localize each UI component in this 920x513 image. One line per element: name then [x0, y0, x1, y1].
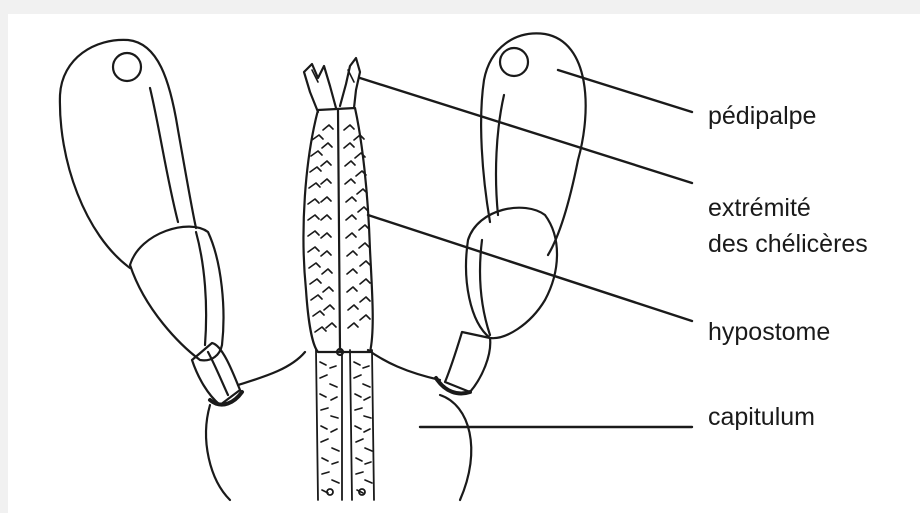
left-pedipalp — [60, 40, 242, 405]
hypostome-midline — [338, 110, 340, 350]
capitulum-shoulder-left — [238, 352, 305, 385]
capitulum-outline-left — [206, 405, 230, 500]
left-pedipalp-sensory-pit — [113, 53, 141, 81]
right-pedipalp-segment-base — [445, 332, 490, 392]
leader-cheliceres — [360, 78, 692, 183]
left-pedipalp-segment-top — [60, 40, 196, 268]
chelicerae-tips — [304, 58, 360, 112]
leader-hypostome — [368, 215, 692, 321]
leader-lines — [360, 70, 692, 427]
left-pedipalp-joint — [210, 392, 242, 405]
right-pedipalp-sensory-pit — [500, 48, 528, 76]
right-pedipalp — [436, 33, 586, 393]
chelicerae-shafts — [316, 350, 374, 500]
label-cheliceres-line2: des chélicères — [708, 229, 868, 259]
right-pedipalp-inner-ridge — [496, 95, 504, 215]
label-cheliceres-line1: extrémité — [708, 193, 811, 223]
chelicera-tip-left — [304, 64, 336, 112]
left-pedipalp-segment-base — [192, 343, 240, 405]
hypostome — [303, 108, 372, 355]
capitulum-shoulder-right — [368, 350, 440, 380]
chelicera-tip-right — [340, 58, 360, 108]
left-pedipalp-middle-ridge — [196, 232, 206, 345]
leader-pedipalpe — [558, 70, 692, 112]
left-pedipalp-segment-middle — [130, 227, 223, 361]
chelicerae-striations — [320, 362, 372, 493]
capitulum-outline-right — [440, 395, 471, 500]
label-capitulum: capitulum — [708, 402, 815, 432]
label-pedipalpe: pédipalpe — [708, 101, 816, 131]
capitulum-body — [206, 350, 471, 500]
label-hypostome: hypostome — [708, 317, 830, 347]
